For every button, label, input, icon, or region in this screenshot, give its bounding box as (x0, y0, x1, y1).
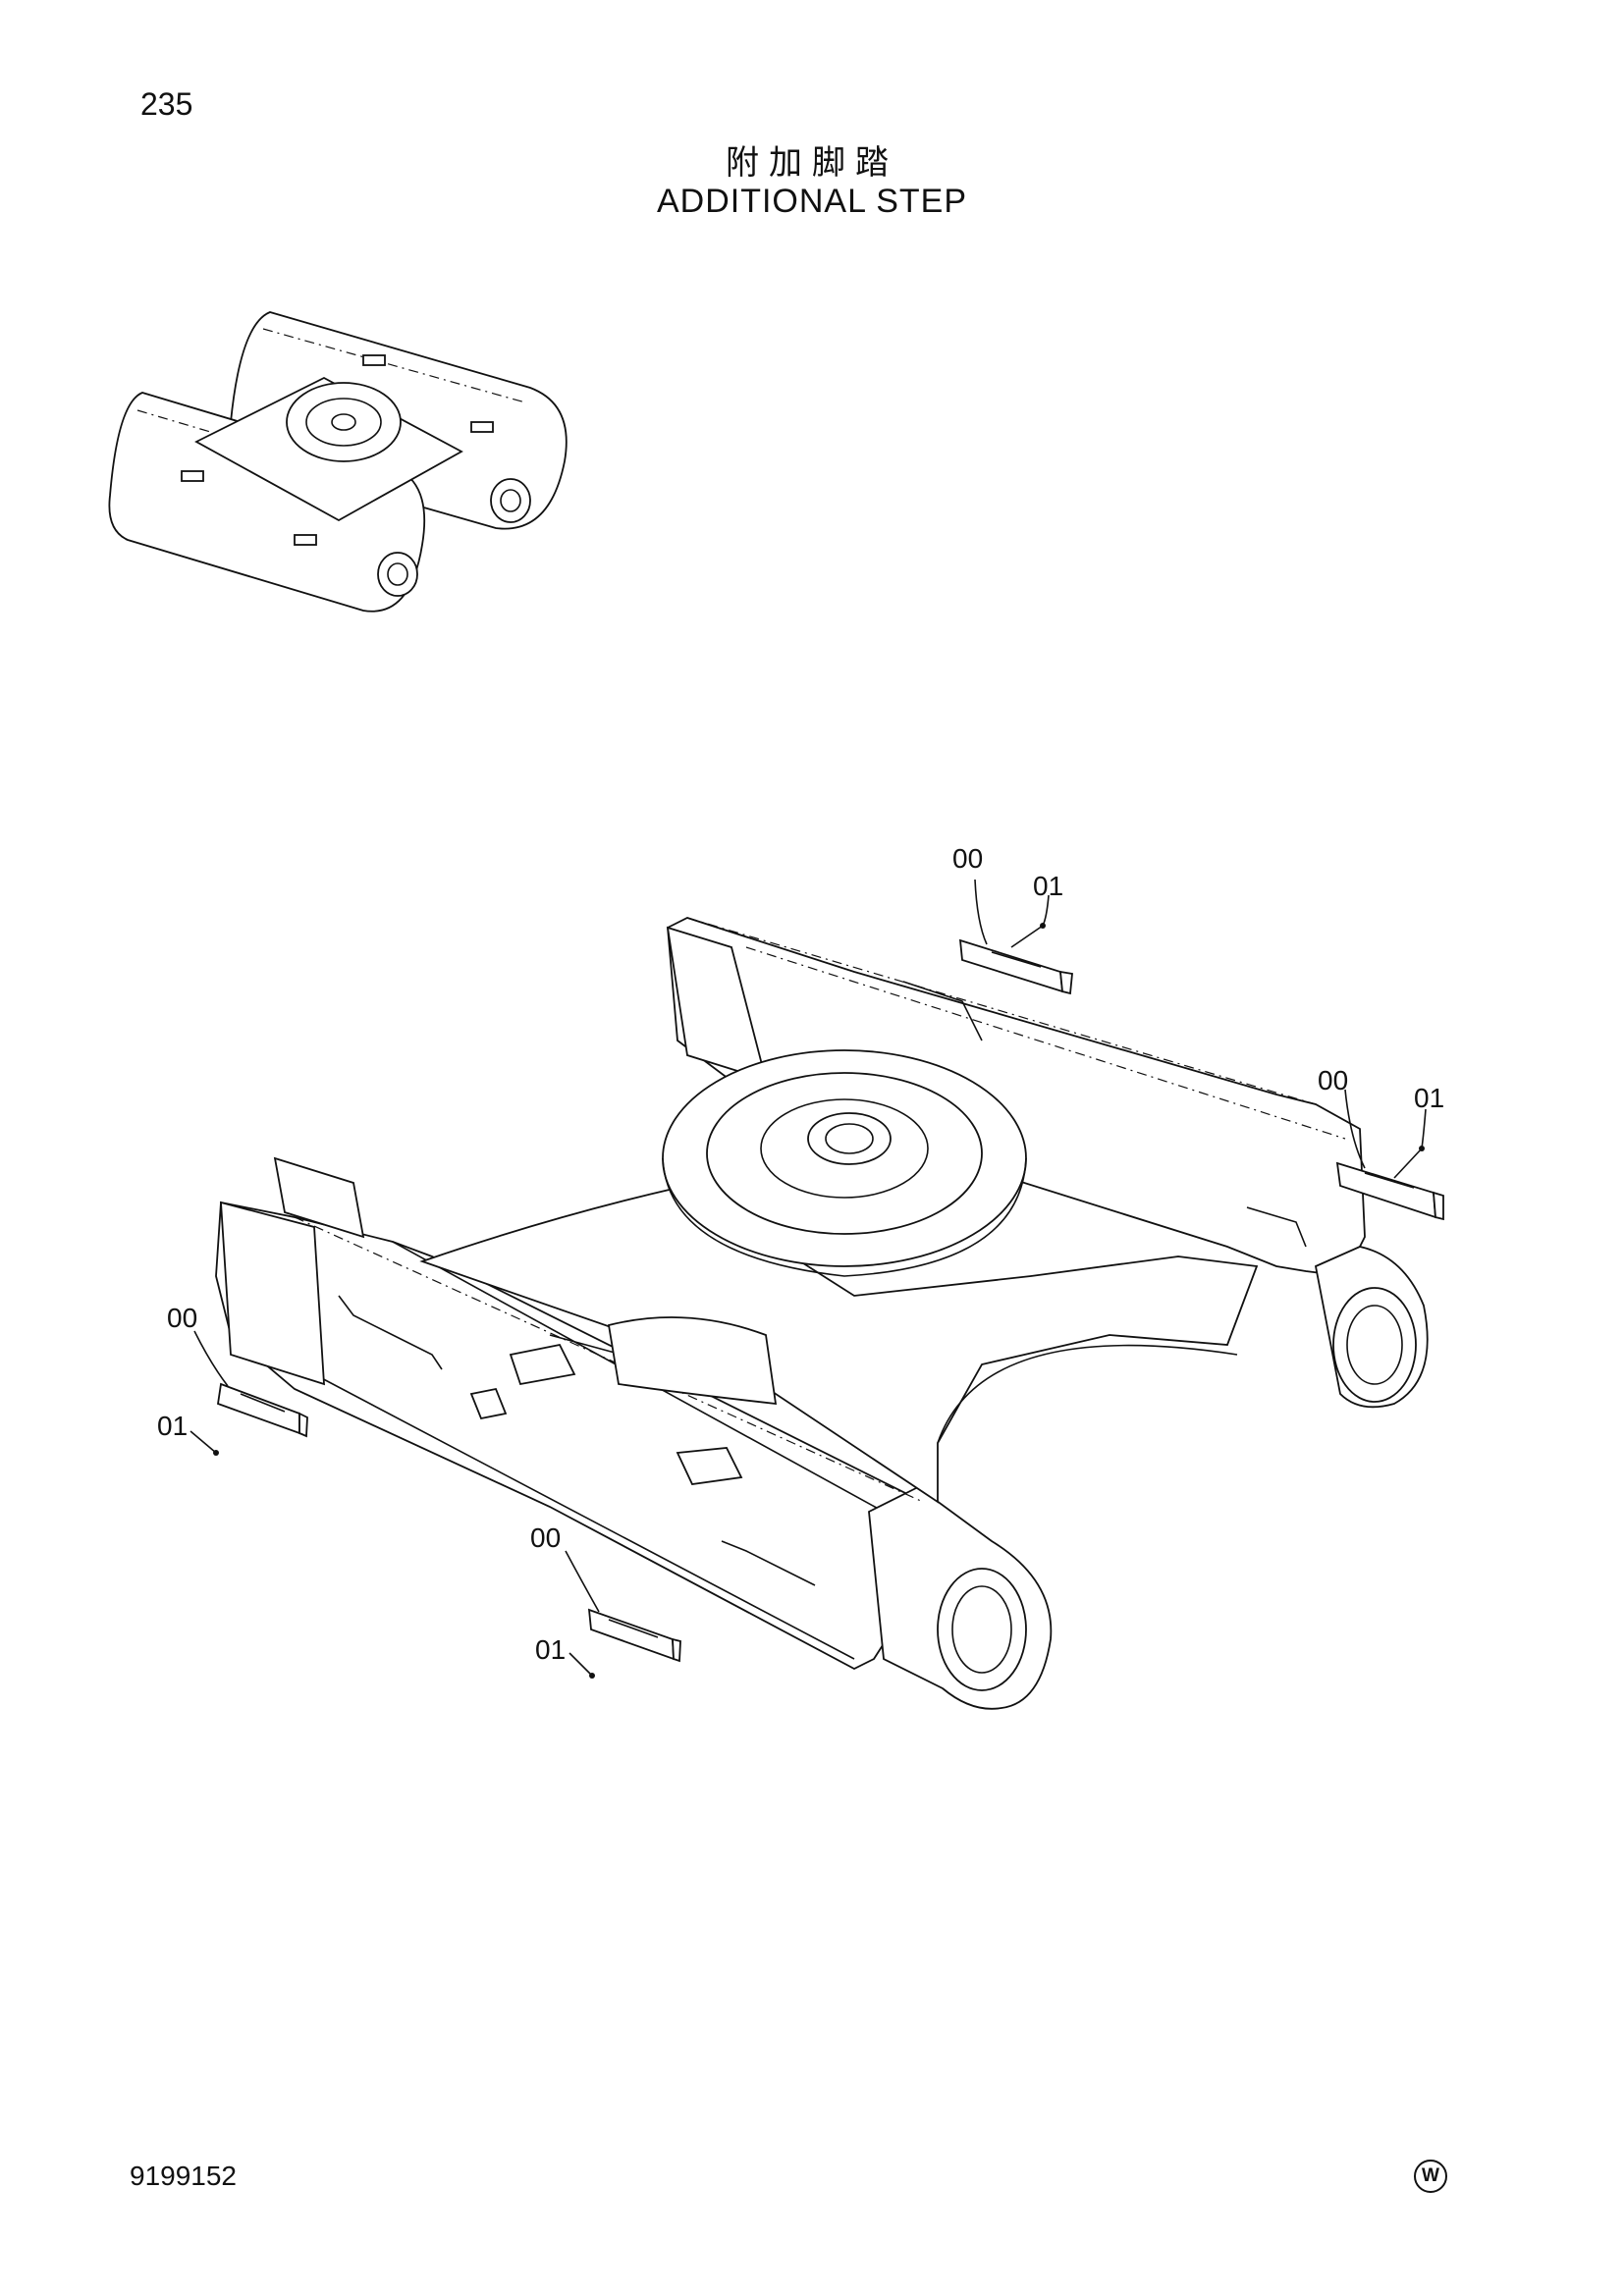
step-right-front (1335, 1146, 1444, 1221)
page-number: 235 (140, 86, 193, 122)
main-undercarriage-frame (215, 917, 1429, 1710)
callout-bolt-left-rear: 01 (157, 1411, 188, 1441)
step-left-rear (213, 1382, 308, 1456)
thumbnail-undercarriage (108, 311, 568, 613)
callout-bolt-right-front: 01 (1414, 1083, 1444, 1113)
callout-part-right-rear: 00 (952, 843, 983, 874)
step-left-front (587, 1608, 681, 1679)
w-circle-mark: W (1414, 2160, 1447, 2193)
document-code: 9199152 (130, 2161, 238, 2191)
callout-leaders (189, 879, 1427, 1677)
callout-part-left-front: 00 (530, 1522, 561, 1553)
callout-part-right-front: 00 (1318, 1065, 1348, 1095)
callout-bolt-left-front: 01 (535, 1634, 566, 1665)
title-english: ADDITIONAL STEP (656, 183, 968, 220)
callout-bolt-right-rear: 01 (1033, 871, 1063, 901)
step-right-rear (958, 923, 1073, 995)
callout-part-left-rear: 00 (167, 1303, 197, 1333)
title-chinese: 附加脚踏 (726, 143, 898, 183)
